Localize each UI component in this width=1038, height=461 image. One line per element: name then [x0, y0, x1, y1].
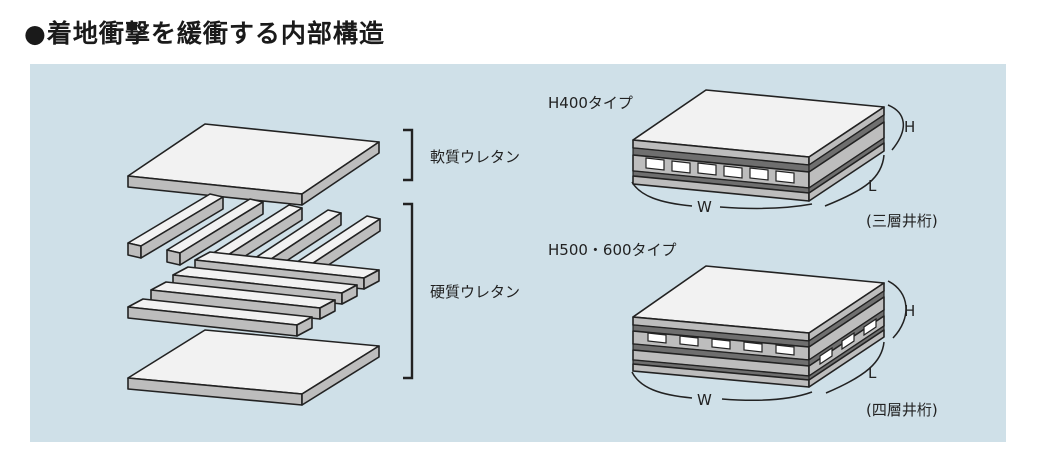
bar-lower-4: [127, 298, 313, 337]
h500-dim-w-arc-right: [721, 391, 813, 402]
h400-dim-l-arc: [824, 154, 885, 207]
h400-dim-h: H: [904, 118, 915, 136]
hard-bracket: [403, 202, 414, 380]
h400-mat: H400タイプ H L W (三層井桁): [548, 89, 938, 230]
h400-type-label: H400タイプ: [548, 94, 633, 112]
page-title: ●着地衝撃を緩衝する内部構造: [24, 19, 385, 48]
h400-caption: (三層井桁): [866, 212, 938, 230]
soft-urethane-label: 軟質ウレタン: [430, 148, 520, 166]
h500-type-label: H500・600タイプ: [548, 241, 677, 259]
h500-mat: H500・600タイプ: [548, 241, 938, 419]
h400-dim-w-arc-left: [631, 181, 693, 207]
h400-dim-h-arc: [887, 104, 904, 151]
h500-dim-h-arc: [887, 280, 907, 339]
h500-side-holes: [819, 317, 877, 366]
hard-urethane-lower-bars: [127, 251, 380, 337]
h500-dim-h: H: [904, 302, 915, 320]
bar-upper-2: [166, 198, 264, 266]
h500-dim-w-arc-left: [631, 371, 693, 399]
bar-upper-1: [127, 193, 224, 259]
h400-dim-l: L: [868, 177, 877, 195]
bottom-plate: [127, 329, 380, 406]
bar-lower-3: [150, 281, 336, 320]
h500-caption: (四層井桁): [866, 401, 938, 419]
hard-urethane-label: 硬質ウレタン: [430, 283, 520, 301]
h400-dim-w-arc-right: [719, 203, 813, 210]
soft-bracket: [403, 128, 414, 182]
h500-dim-l: L: [868, 364, 877, 382]
h400-dim-w: W: [697, 198, 712, 216]
exploded-view: 軟質ウレタン 硬質ウレタン: [127, 123, 520, 406]
h400-grid-holes: [645, 157, 795, 184]
soft-urethane-plate: [127, 123, 380, 206]
h500-dim-l-arc: [825, 341, 885, 394]
h500-grid-holes: [647, 332, 795, 356]
h500-dim-w: W: [697, 391, 712, 409]
